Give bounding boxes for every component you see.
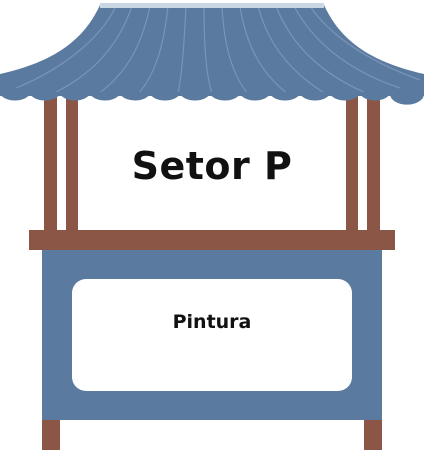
stall-leg-right: [364, 418, 382, 450]
stall-post-right-outer: [367, 96, 380, 236]
stall-post-right-inner: [346, 96, 358, 236]
stall-leg-left: [42, 418, 60, 450]
counter-panel: [72, 279, 352, 391]
counter-panel-label: Pintura: [172, 311, 252, 333]
stall-counter-beam: [29, 230, 395, 250]
stall-sign-title: Setor P: [131, 144, 293, 188]
stall-post-left-inner: [66, 96, 78, 236]
stall-roof: [0, 3, 424, 105]
stall-post-left-outer: [44, 96, 57, 236]
